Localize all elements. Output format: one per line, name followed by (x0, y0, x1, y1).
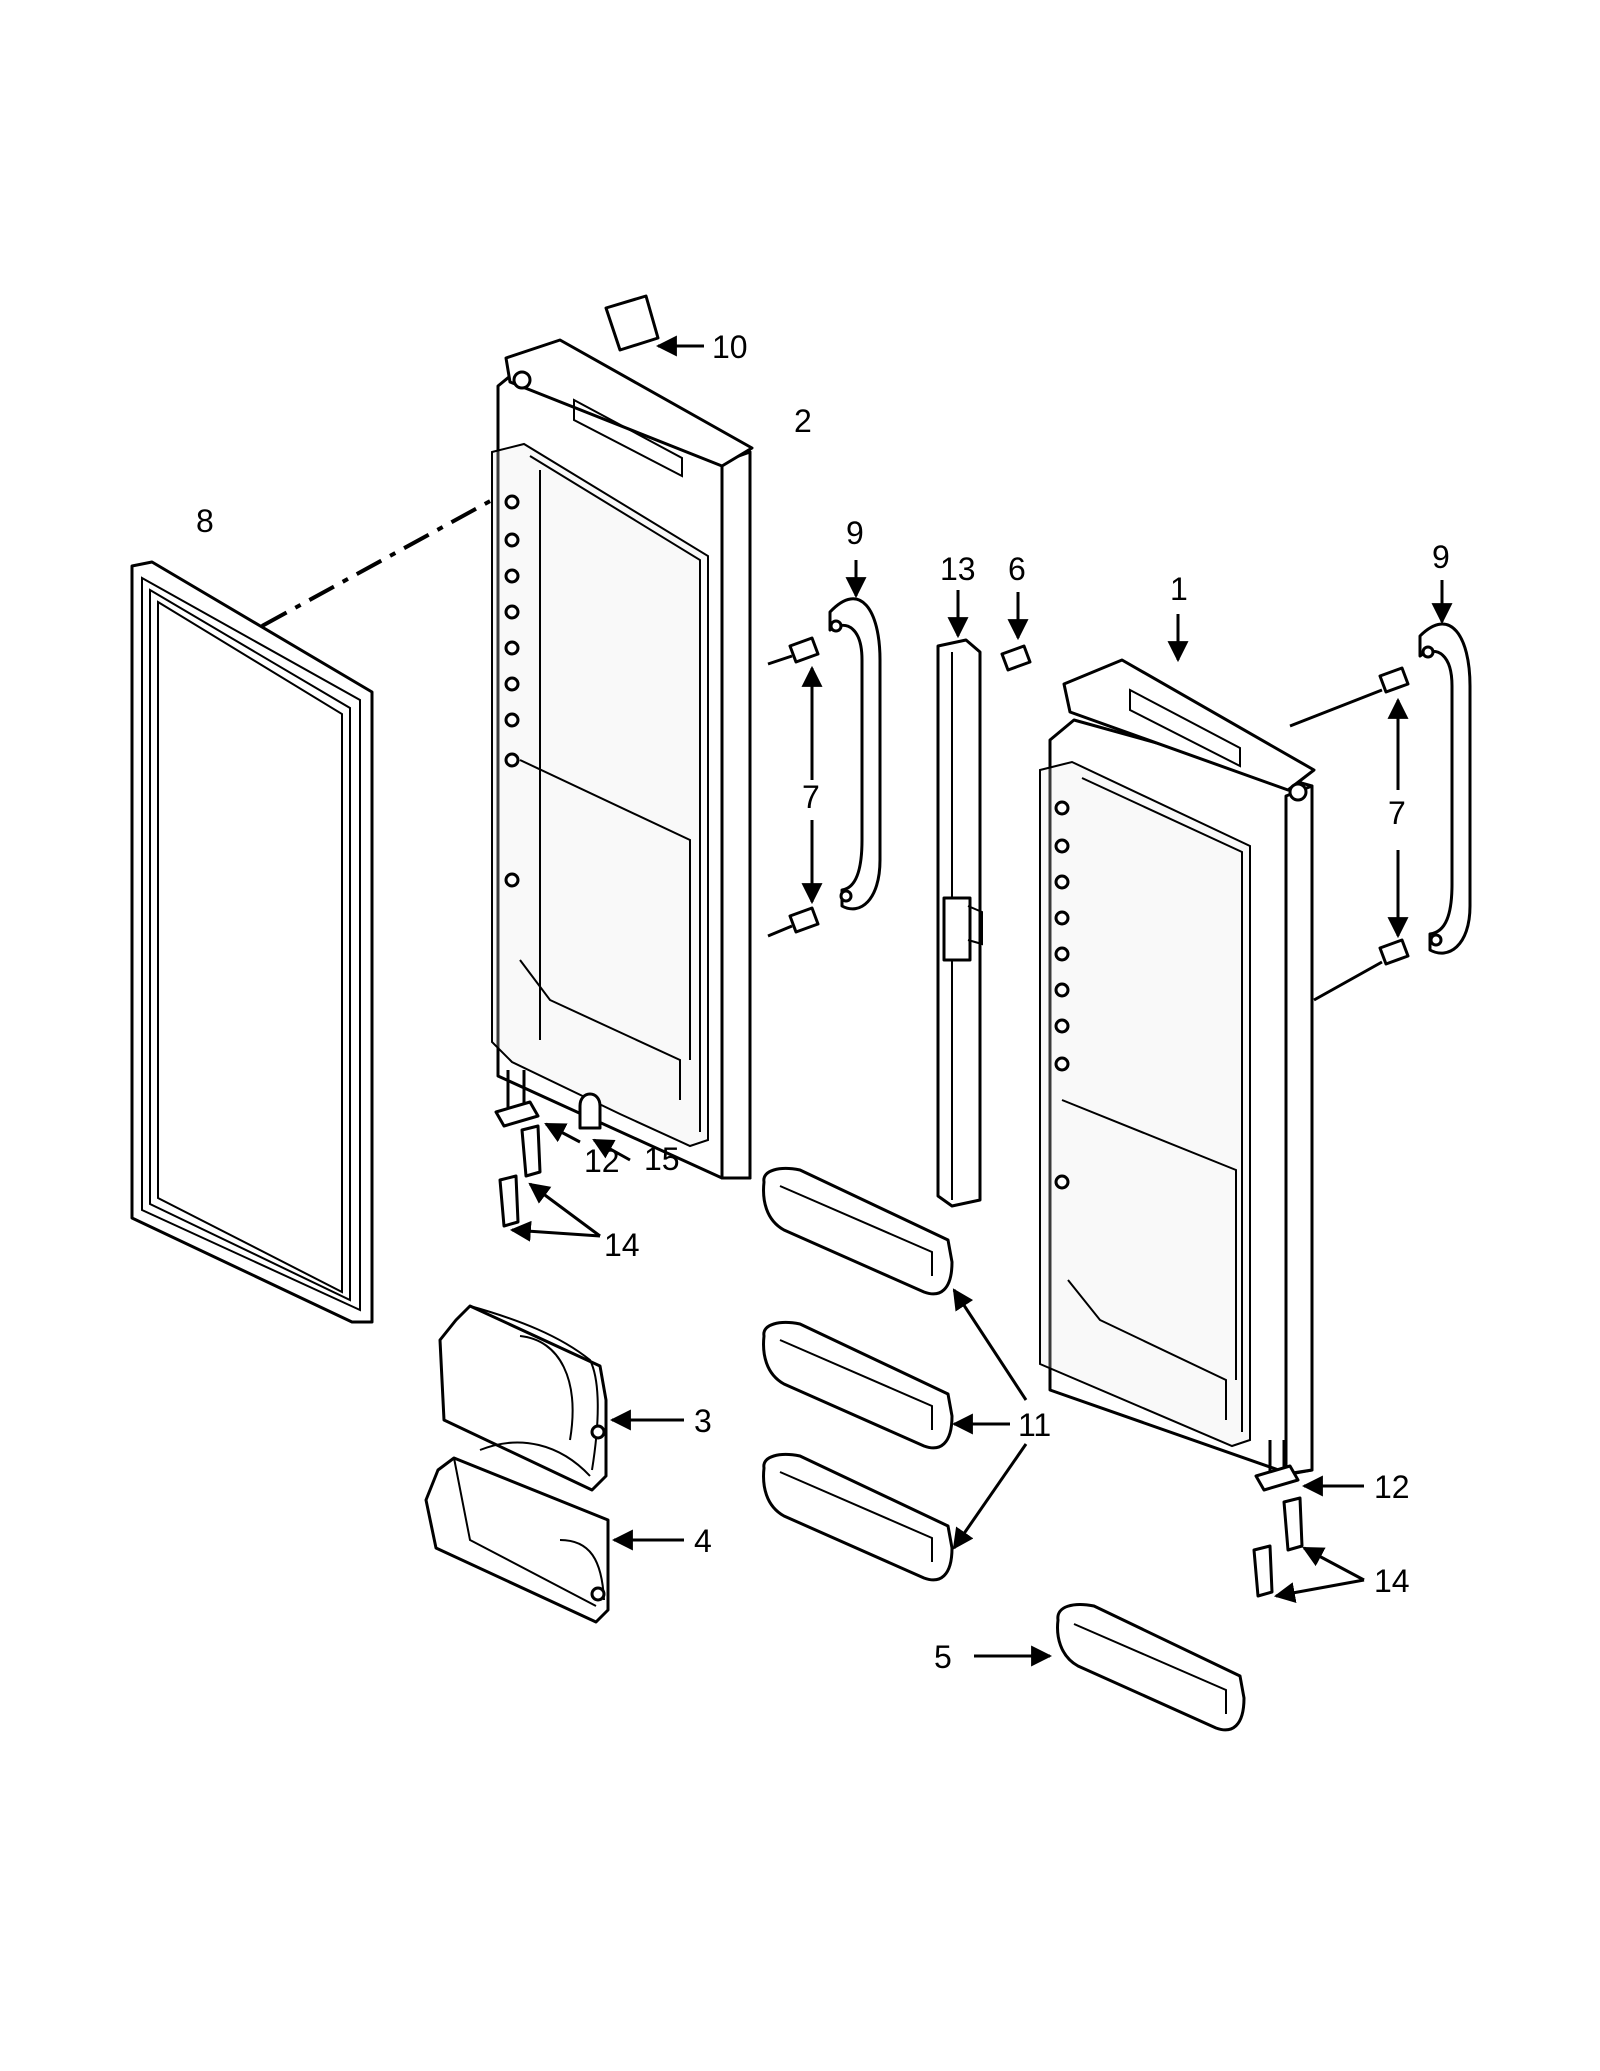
callout-4: 4 (694, 1523, 712, 1559)
screws-part-7-right (1289, 666, 1410, 1002)
callout-3: 3 (694, 1403, 712, 1439)
callout-15: 15 (644, 1141, 680, 1177)
callout-14-right: 14 (1374, 1563, 1410, 1599)
callout-12-left: 12 (584, 1143, 620, 1179)
callout-12-right: 12 (1374, 1469, 1410, 1505)
door-gasket-part-8 (130, 560, 374, 1324)
callout-7-right: 7 (1388, 795, 1406, 831)
callout-9-left: 9 (846, 515, 864, 551)
dairy-cover-part-3 (438, 1304, 684, 1492)
dairy-bin-part-4 (424, 1456, 684, 1624)
handle-part-9-right (1418, 580, 1472, 955)
door-bin-part-11-top (762, 1167, 954, 1296)
callout-7-left: 7 (802, 779, 820, 815)
screws-part-7-left (767, 636, 823, 938)
callout-14-left: 14 (604, 1227, 640, 1263)
door-bin-part-11-middle (762, 1321, 954, 1450)
handle-part-9-left (828, 560, 882, 911)
callout-10: 10 (712, 329, 748, 365)
callout-13: 13 (940, 551, 976, 587)
left-door-part-2 (491, 338, 754, 1180)
screw-part-6 (1000, 592, 1032, 672)
callout-8: 8 (196, 503, 214, 539)
door-bin-part-5 (974, 1603, 1246, 1732)
label-part-10 (604, 294, 704, 357)
arrows-part-11 (951, 1288, 1028, 1550)
callout-9-right: 9 (1432, 539, 1450, 575)
callout-5: 5 (934, 1639, 952, 1675)
alignment-line (261, 440, 599, 628)
door-bin-part-11-bottom (762, 1453, 954, 1582)
hinge-hardware-right (1252, 1440, 1365, 1603)
callout-11: 11 (1018, 1407, 1051, 1443)
callout-1: 1 (1170, 571, 1188, 607)
hinge-hardware-left (494, 1070, 631, 1242)
mullion-part-13 (936, 590, 983, 1208)
callout-2: 2 (794, 403, 812, 439)
right-door-part-1 (1039, 614, 1316, 1476)
callout-6: 6 (1008, 551, 1026, 587)
